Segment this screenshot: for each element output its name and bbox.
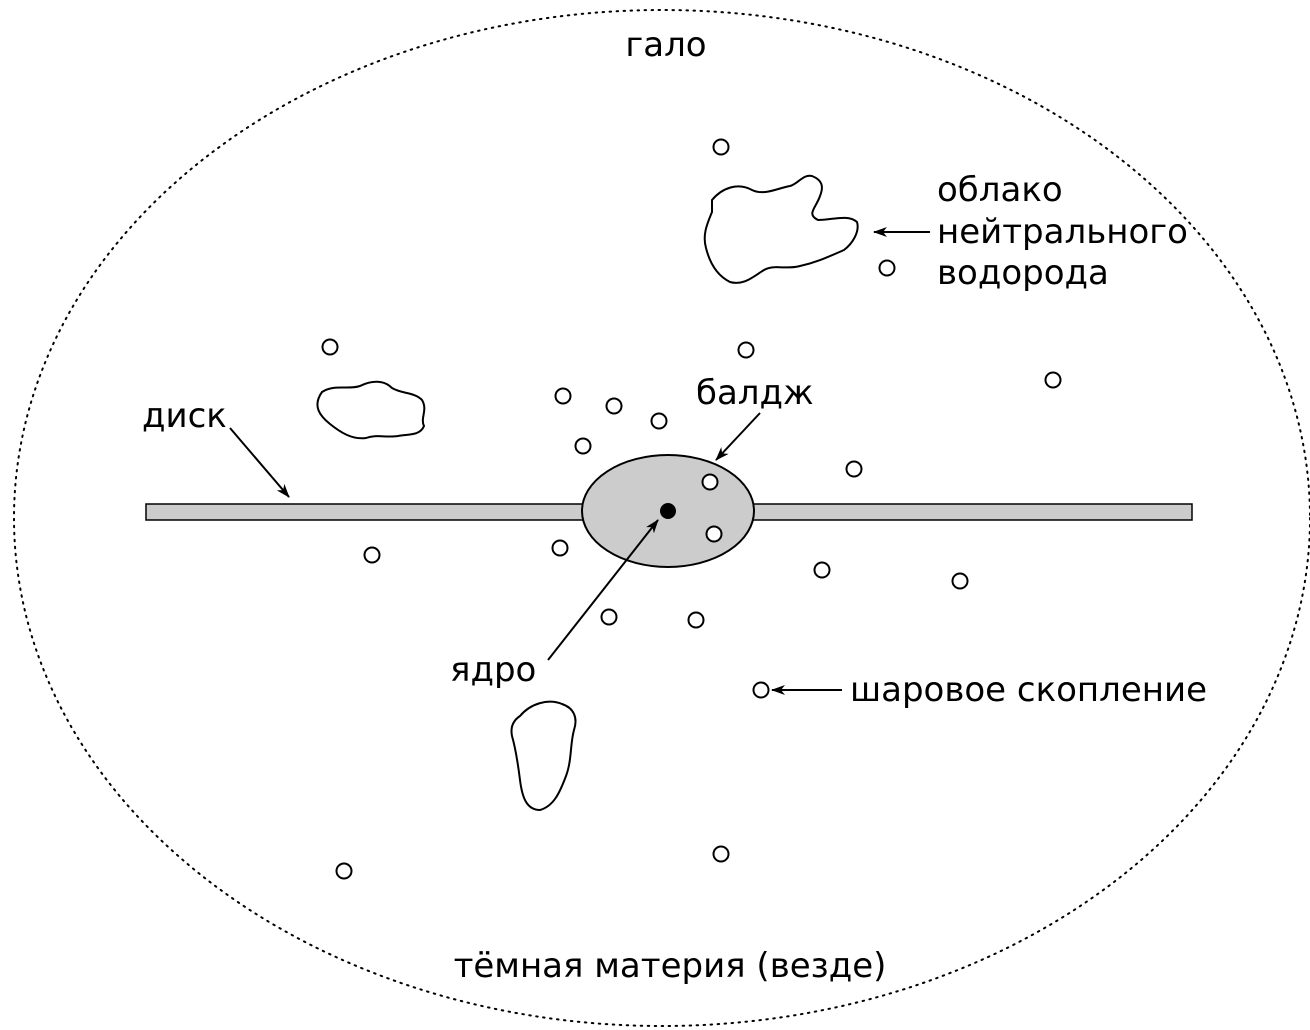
hydrogen-cloud-label-line2: нейтрального xyxy=(937,212,1188,252)
globular-cluster-marker xyxy=(1044,371,1062,389)
disk-label: диск xyxy=(142,396,227,436)
globular-cluster-marker xyxy=(335,862,353,880)
globular-cluster-marker xyxy=(712,845,730,863)
hydrogen-cloud-left xyxy=(316,380,426,440)
globular-cluster-marker xyxy=(712,138,730,156)
hydrogen-cloud-label-line1: облако xyxy=(937,170,1063,210)
nucleus-arrow xyxy=(547,519,659,661)
globular-cluster-label: шаровое скопление xyxy=(850,670,1207,710)
globular-cluster-marker xyxy=(650,412,668,430)
globular-cluster-marker xyxy=(705,525,723,543)
globular-cluster-marker xyxy=(701,473,719,491)
nucleus-label: ядро xyxy=(450,650,536,690)
globular-cluster-marker xyxy=(574,437,592,455)
globular-cluster-marker xyxy=(600,608,618,626)
globular-cluster-marker xyxy=(878,259,896,277)
hydrogen-cloud-large xyxy=(703,174,859,284)
globular-cluster-marker xyxy=(554,387,572,405)
globular-cluster-marker xyxy=(845,460,863,478)
halo-boundary xyxy=(13,9,1310,1027)
galactic-nucleus xyxy=(660,503,676,519)
globular-cluster-marker xyxy=(752,681,770,699)
disk-arrow xyxy=(229,427,290,498)
globular-cluster-marker xyxy=(687,611,705,629)
bulge-arrow xyxy=(715,412,761,461)
halo-label: гало xyxy=(625,25,706,65)
globular-cluster-marker xyxy=(551,539,569,557)
hydrogen-cloud-bottom xyxy=(510,700,577,812)
globular-cluster-marker xyxy=(321,338,339,356)
globular-cluster-marker xyxy=(363,546,381,564)
globular-cluster-marker xyxy=(813,561,831,579)
annotation-arrows xyxy=(229,227,930,695)
bulge-label: балдж xyxy=(696,373,814,413)
globular-cluster-marker xyxy=(605,397,623,415)
dark-matter-label: тёмная материя (везде) xyxy=(454,946,887,986)
globular-cluster-marker xyxy=(737,341,755,359)
globular-clusters xyxy=(321,138,1062,880)
globular-cluster-marker xyxy=(951,572,969,590)
hydrogen-cloud-label-line3: водорода xyxy=(937,253,1109,293)
